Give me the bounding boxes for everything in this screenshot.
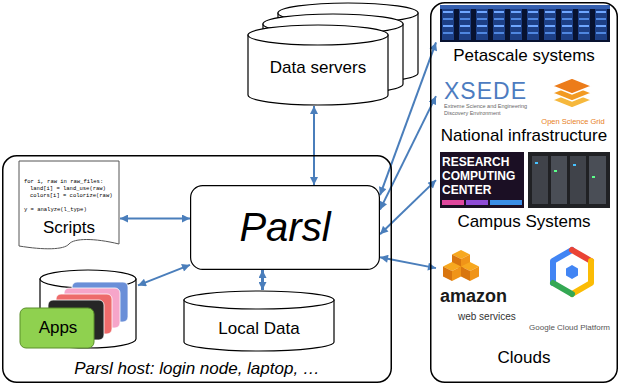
logo-segment	[553, 250, 572, 283]
photo-band	[440, 5, 610, 9]
node-outline	[18, 268, 138, 350]
logo-text: amazon	[440, 286, 507, 306]
document-outline	[19, 161, 119, 249]
code-line: land[i] = land_use(raw)	[30, 185, 106, 192]
cylinder-top	[184, 291, 334, 309]
rounded-border	[191, 186, 380, 270]
node-label: National infrastructure	[441, 126, 607, 146]
logo-segment	[572, 250, 591, 261]
photo-ground	[528, 152, 610, 208]
node-label: Parsl	[239, 203, 330, 251]
node-label: Campus Systems	[457, 212, 590, 232]
connector-arrow	[261, 270, 264, 290]
photo-racks	[440, 5, 610, 42]
logo-subtitle-slot: Extreme Science and Engineering Discover…	[444, 103, 530, 116]
node-label-slot: Petascale systems	[436, 46, 612, 66]
cube	[443, 262, 461, 281]
rack	[532, 156, 548, 204]
node-label-slot: Parsl	[190, 203, 380, 251]
rounded-border	[431, 3, 618, 383]
resource-item: RESEARCH COMPUTING CENTER Campus Systems	[436, 150, 612, 236]
photo-sign-text-slot: RESEARCH COMPUTING CENTER	[442, 155, 522, 197]
logo-segment	[572, 261, 591, 294]
node-label-slot: Data servers	[248, 58, 388, 78]
node-label: Apps	[39, 318, 78, 338]
node-label: Data servers	[270, 58, 366, 78]
logo-text-slot: Open Science Grid	[534, 110, 612, 128]
rack	[551, 156, 567, 204]
campus-photo	[440, 152, 610, 208]
led	[554, 170, 557, 172]
rack	[570, 156, 586, 204]
cube	[461, 262, 479, 281]
osg-logo	[552, 78, 592, 108]
led	[592, 176, 595, 178]
node-label-slot: Clouds	[436, 348, 612, 368]
logo-segment	[553, 283, 572, 294]
rack	[589, 156, 606, 204]
connector-arrow	[380, 257, 436, 268]
host-group-box: for i, raw in raw_files:land[i] = land_u…	[2, 155, 392, 383]
connector-arrow	[380, 180, 436, 234]
data-server-stack: Data servers	[248, 2, 418, 106]
logo-subtitle: Extreme Science and Engineering Discover…	[444, 103, 530, 116]
logo-text: Open Science Grid	[541, 117, 604, 126]
led	[535, 162, 538, 164]
cylinder-top	[248, 25, 388, 45]
node-label-slot: Scripts	[18, 218, 120, 238]
supercomputer-photo	[440, 5, 610, 42]
data-cylinder: Local Data	[183, 290, 335, 352]
connector-arrow	[138, 265, 190, 285]
logo-text: XSEDE	[444, 78, 527, 104]
logo-text-slot: amazon	[440, 286, 524, 306]
code-line: y = analyze(l_type)	[24, 206, 87, 213]
aws-logo-cubes	[443, 250, 479, 281]
process-box: Parsl	[190, 185, 380, 270]
google-cloud-logo	[553, 250, 591, 294]
node-label: Petascale systems	[453, 46, 595, 66]
node-label: Clouds	[498, 348, 551, 368]
node-label-slot: National infrastructure	[436, 126, 612, 146]
node-outline	[248, 2, 418, 106]
logo-core	[566, 265, 578, 279]
resource-panel: Petascale systemsXSEDEExtreme Science an…	[430, 2, 618, 383]
connector-arrow	[380, 96, 436, 209]
resource-item: amazon web servicesGoogle Cloud PlatformC…	[436, 244, 612, 378]
logo-text: web services	[458, 311, 516, 323]
group-label: Parsl host: login node, laptop, …	[74, 359, 320, 379]
apps-store: Apps	[18, 268, 138, 350]
light-strip	[442, 200, 464, 205]
connector-arrow	[313, 106, 315, 185]
code-line-slot: y = analyze(l_type)	[24, 197, 116, 215]
logo-text: Google Cloud Platform	[529, 323, 610, 333]
app-card-front	[20, 308, 94, 348]
logo-layer	[552, 78, 592, 94]
code-line: colors[i] = colorize(raw)	[30, 192, 113, 199]
resource-item: Petascale systems	[436, 4, 612, 68]
logo-text-slot: Google Cloud Platform	[506, 316, 610, 334]
node-label: Local Data	[218, 319, 299, 339]
group-label-slot: Parsl host: login node, laptop, …	[2, 359, 392, 379]
logo-text-slot: web services	[458, 306, 530, 324]
photo-sign-text: RESEARCH COMPUTING CENTER	[442, 155, 522, 197]
resource-item: XSEDEExtreme Science and Engineering Dis…	[436, 76, 612, 148]
rounded-border	[3, 156, 392, 383]
node-label-slot: Apps	[22, 318, 94, 338]
node-label: Scripts	[43, 218, 95, 238]
light-strip	[490, 200, 522, 205]
connector-arrow	[120, 218, 190, 220]
logo-text-slot: XSEDE	[444, 78, 530, 104]
node-label-slot: Campus Systems	[436, 212, 612, 232]
code-line-slot: for i, raw in raw_files:	[24, 169, 116, 187]
photo-ground	[440, 152, 524, 208]
code-line: for i, raw in raw_files:	[24, 178, 103, 185]
light-strip	[466, 200, 488, 205]
script-document: for i, raw in raw_files:land[i] = land_u…	[18, 160, 120, 252]
node-label-slot: Local Data	[183, 319, 335, 339]
led	[573, 164, 576, 166]
